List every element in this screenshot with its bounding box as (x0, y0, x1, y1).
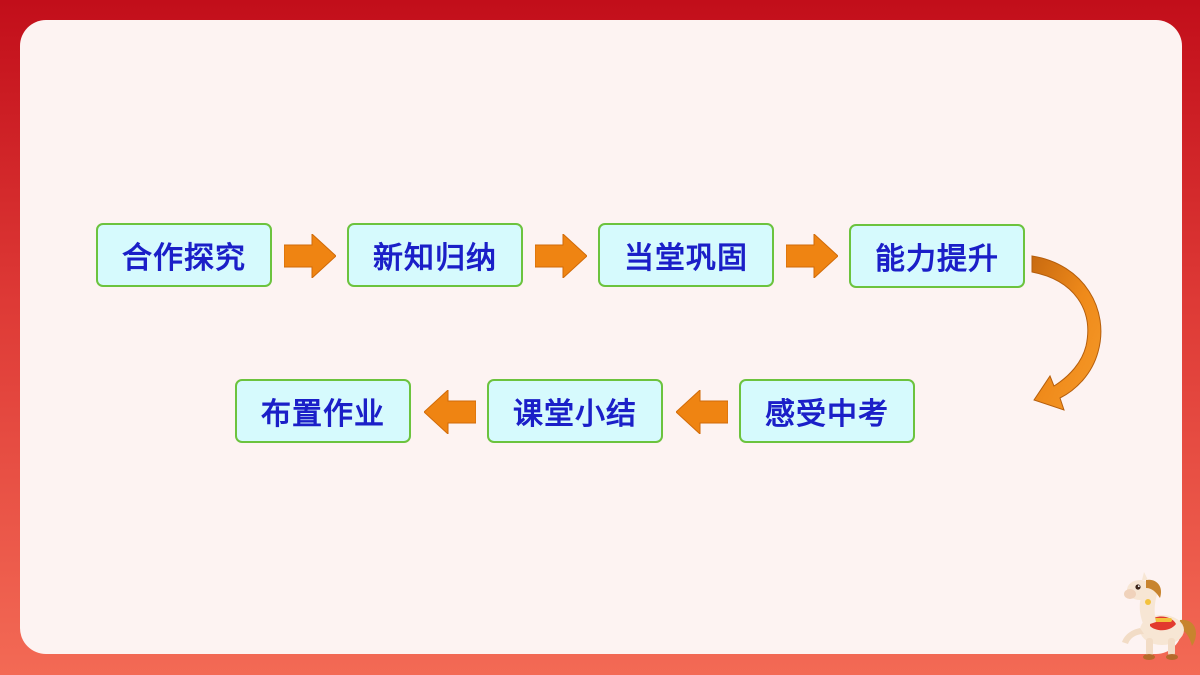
step-in-class-consolidation: 当堂巩固 (598, 223, 774, 287)
step-assign-homework: 布置作业 (235, 379, 411, 443)
rocking-horse-mascot-icon (1122, 572, 1196, 660)
step-class-summary: 课堂小结 (487, 379, 663, 443)
step-new-knowledge-summary: 新知归纳 (347, 223, 523, 287)
arrow-right-icon (535, 234, 587, 278)
step-ability-improvement: 能力提升 (849, 224, 1025, 288)
arrow-right-icon (284, 234, 336, 278)
arrow-right-icon (786, 234, 838, 278)
slide-panel (20, 20, 1182, 654)
arrow-left-icon (676, 390, 728, 434)
curved-arrow-down-icon (1031, 255, 1102, 411)
step-experience-exam: 感受中考 (739, 379, 915, 443)
arrow-left-icon (424, 390, 476, 434)
step-cooperative-inquiry: 合作探究 (96, 223, 272, 287)
